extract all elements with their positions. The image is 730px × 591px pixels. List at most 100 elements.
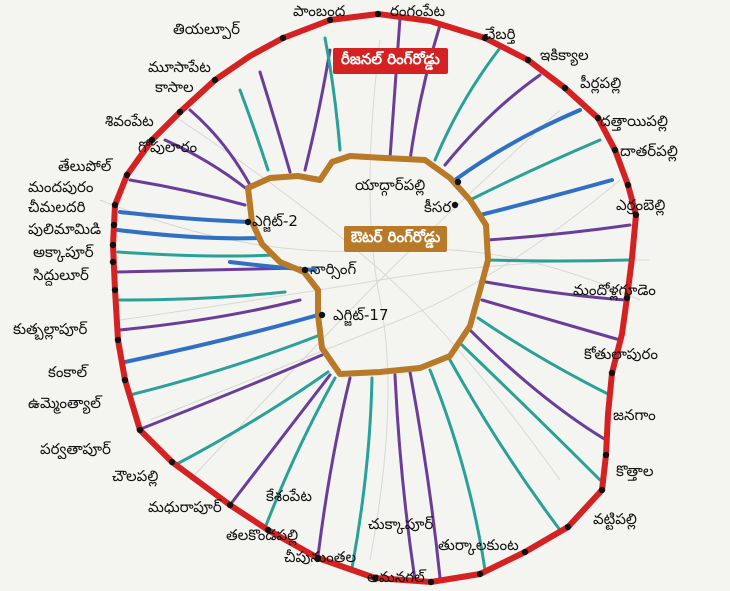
place-dattayipalli: దత్తాయిపల్లి — [600, 112, 668, 130]
radial-road — [350, 376, 374, 570]
place-datharpalli: దాతర్‌పల్లి — [620, 142, 678, 160]
junction-node — [602, 451, 610, 459]
place-turkalakunta: తుర్కాలకుంట — [438, 536, 519, 554]
junction-node — [632, 211, 640, 219]
place-gopularam: గోపులారం — [138, 138, 198, 156]
radial-road — [116, 290, 287, 302]
junction-node — [427, 578, 435, 586]
radial-road — [118, 298, 302, 332]
junction-node — [314, 554, 322, 562]
outer-ring-road — [245, 153, 491, 377]
radial-road — [123, 313, 320, 364]
place-chebarti: చేబర్తి — [484, 25, 516, 43]
radial-road — [388, 16, 402, 160]
junction-node — [264, 526, 272, 534]
junction-node — [244, 218, 252, 226]
junction-node — [608, 369, 616, 377]
place-keshampet: కేశంపేట — [266, 487, 312, 505]
radial-road — [238, 88, 270, 172]
radial-road — [316, 376, 352, 558]
junction-node — [168, 458, 176, 466]
radial-road — [486, 223, 632, 242]
place-ikiyala: ఇకిక్యాల — [540, 46, 589, 64]
radial-road — [428, 368, 487, 572]
junction-node — [136, 426, 144, 434]
label-yadgarpalli: యాద్గార్‌పల్లి — [355, 176, 426, 194]
junction-node — [148, 136, 156, 144]
junction-node — [454, 178, 462, 186]
place-thalakondapalli: తలకొండపల్లి — [226, 526, 299, 544]
junction-node — [624, 181, 632, 189]
place-kothala: కొత్తాల — [616, 462, 654, 480]
label-narsingi: నార్సింగ్ — [310, 260, 357, 278]
junction-node — [123, 171, 131, 179]
junction-node — [561, 84, 569, 92]
junction-node — [109, 258, 117, 266]
radial-road — [228, 373, 332, 507]
radial-road — [408, 370, 442, 580]
junction-node — [374, 10, 382, 18]
junction-node — [481, 34, 489, 42]
label-exit-2: ఎగ్జిట్-2 — [252, 212, 298, 230]
radial-road — [163, 138, 250, 192]
junction-node — [111, 286, 119, 294]
radial-road — [116, 250, 277, 258]
place-cheepunuthala: చీపునుంతల — [284, 548, 357, 566]
place-janagam: జనగాం — [613, 406, 656, 424]
place-thiyalpur: తియల్పూర్ — [173, 20, 240, 38]
radial-road — [323, 36, 342, 152]
place-mandapuram: మందపురం — [28, 178, 94, 196]
place-kuthballapur: కుత్బల్లాపూర్ — [13, 320, 88, 338]
place-peerlapalli: పీర్లపల్లి — [580, 74, 622, 92]
junction-node — [211, 76, 219, 84]
radial-road — [393, 373, 417, 582]
place-madhurapur: మధురాపూర్ — [148, 498, 222, 516]
place-pambanda: పాంబంద — [293, 2, 346, 20]
radial-road — [188, 108, 252, 187]
junction-node — [176, 108, 184, 116]
place-kothulapuram: కోతులాపురం — [584, 345, 658, 363]
radial-road — [468, 138, 602, 202]
junction-node — [326, 16, 334, 24]
radial-road — [478, 178, 614, 217]
junction-node — [318, 311, 326, 319]
junction-node — [110, 221, 118, 229]
radial-road — [453, 108, 582, 182]
label-keesara: కీసర — [424, 198, 452, 216]
junction-nodes — [109, 10, 640, 586]
radial-road — [128, 333, 322, 397]
radial-road — [433, 46, 502, 162]
junction-node — [476, 570, 484, 578]
radial-road — [173, 370, 330, 467]
radial-road — [136, 353, 324, 432]
radial-road — [484, 280, 627, 302]
radial-roads — [116, 16, 632, 582]
junction-node — [114, 336, 122, 344]
place-ummenthyal: ఉమ్మెంత్యాల్ — [28, 394, 101, 412]
junction-node — [109, 241, 117, 249]
place-chimaladari: చీమలదరి — [28, 198, 86, 216]
place-mandollagudem: మందోళ్లగూడెం — [573, 281, 656, 299]
place-shivampet: శివంపేట — [105, 112, 154, 130]
junction-node — [521, 548, 529, 556]
place-telupol: తేలుపోల్ — [58, 157, 112, 175]
place-akkapur: అక్కాపూర్ — [33, 243, 94, 261]
junction-node — [279, 34, 287, 42]
junction-node — [371, 574, 379, 582]
junction-node — [564, 523, 572, 531]
junction-node — [594, 114, 602, 122]
junction-node — [623, 294, 631, 302]
radial-road — [408, 23, 442, 162]
place-chowlapalli: చౌలపల్లి — [112, 467, 159, 485]
radial-road — [128, 178, 247, 207]
radial-road — [468, 328, 608, 442]
label-exit-17: ఎగ్జిట్-17 — [333, 306, 389, 324]
radial-road — [460, 343, 602, 482]
place-erramabelli: ఎర్రంబెల్లి — [616, 196, 666, 214]
place-chukkapur: చుక్కాపూర్ — [368, 515, 434, 533]
radial-road — [303, 48, 332, 172]
junction-node — [111, 201, 119, 209]
place-vattipalli: వట్టిపల్లి — [593, 510, 637, 528]
